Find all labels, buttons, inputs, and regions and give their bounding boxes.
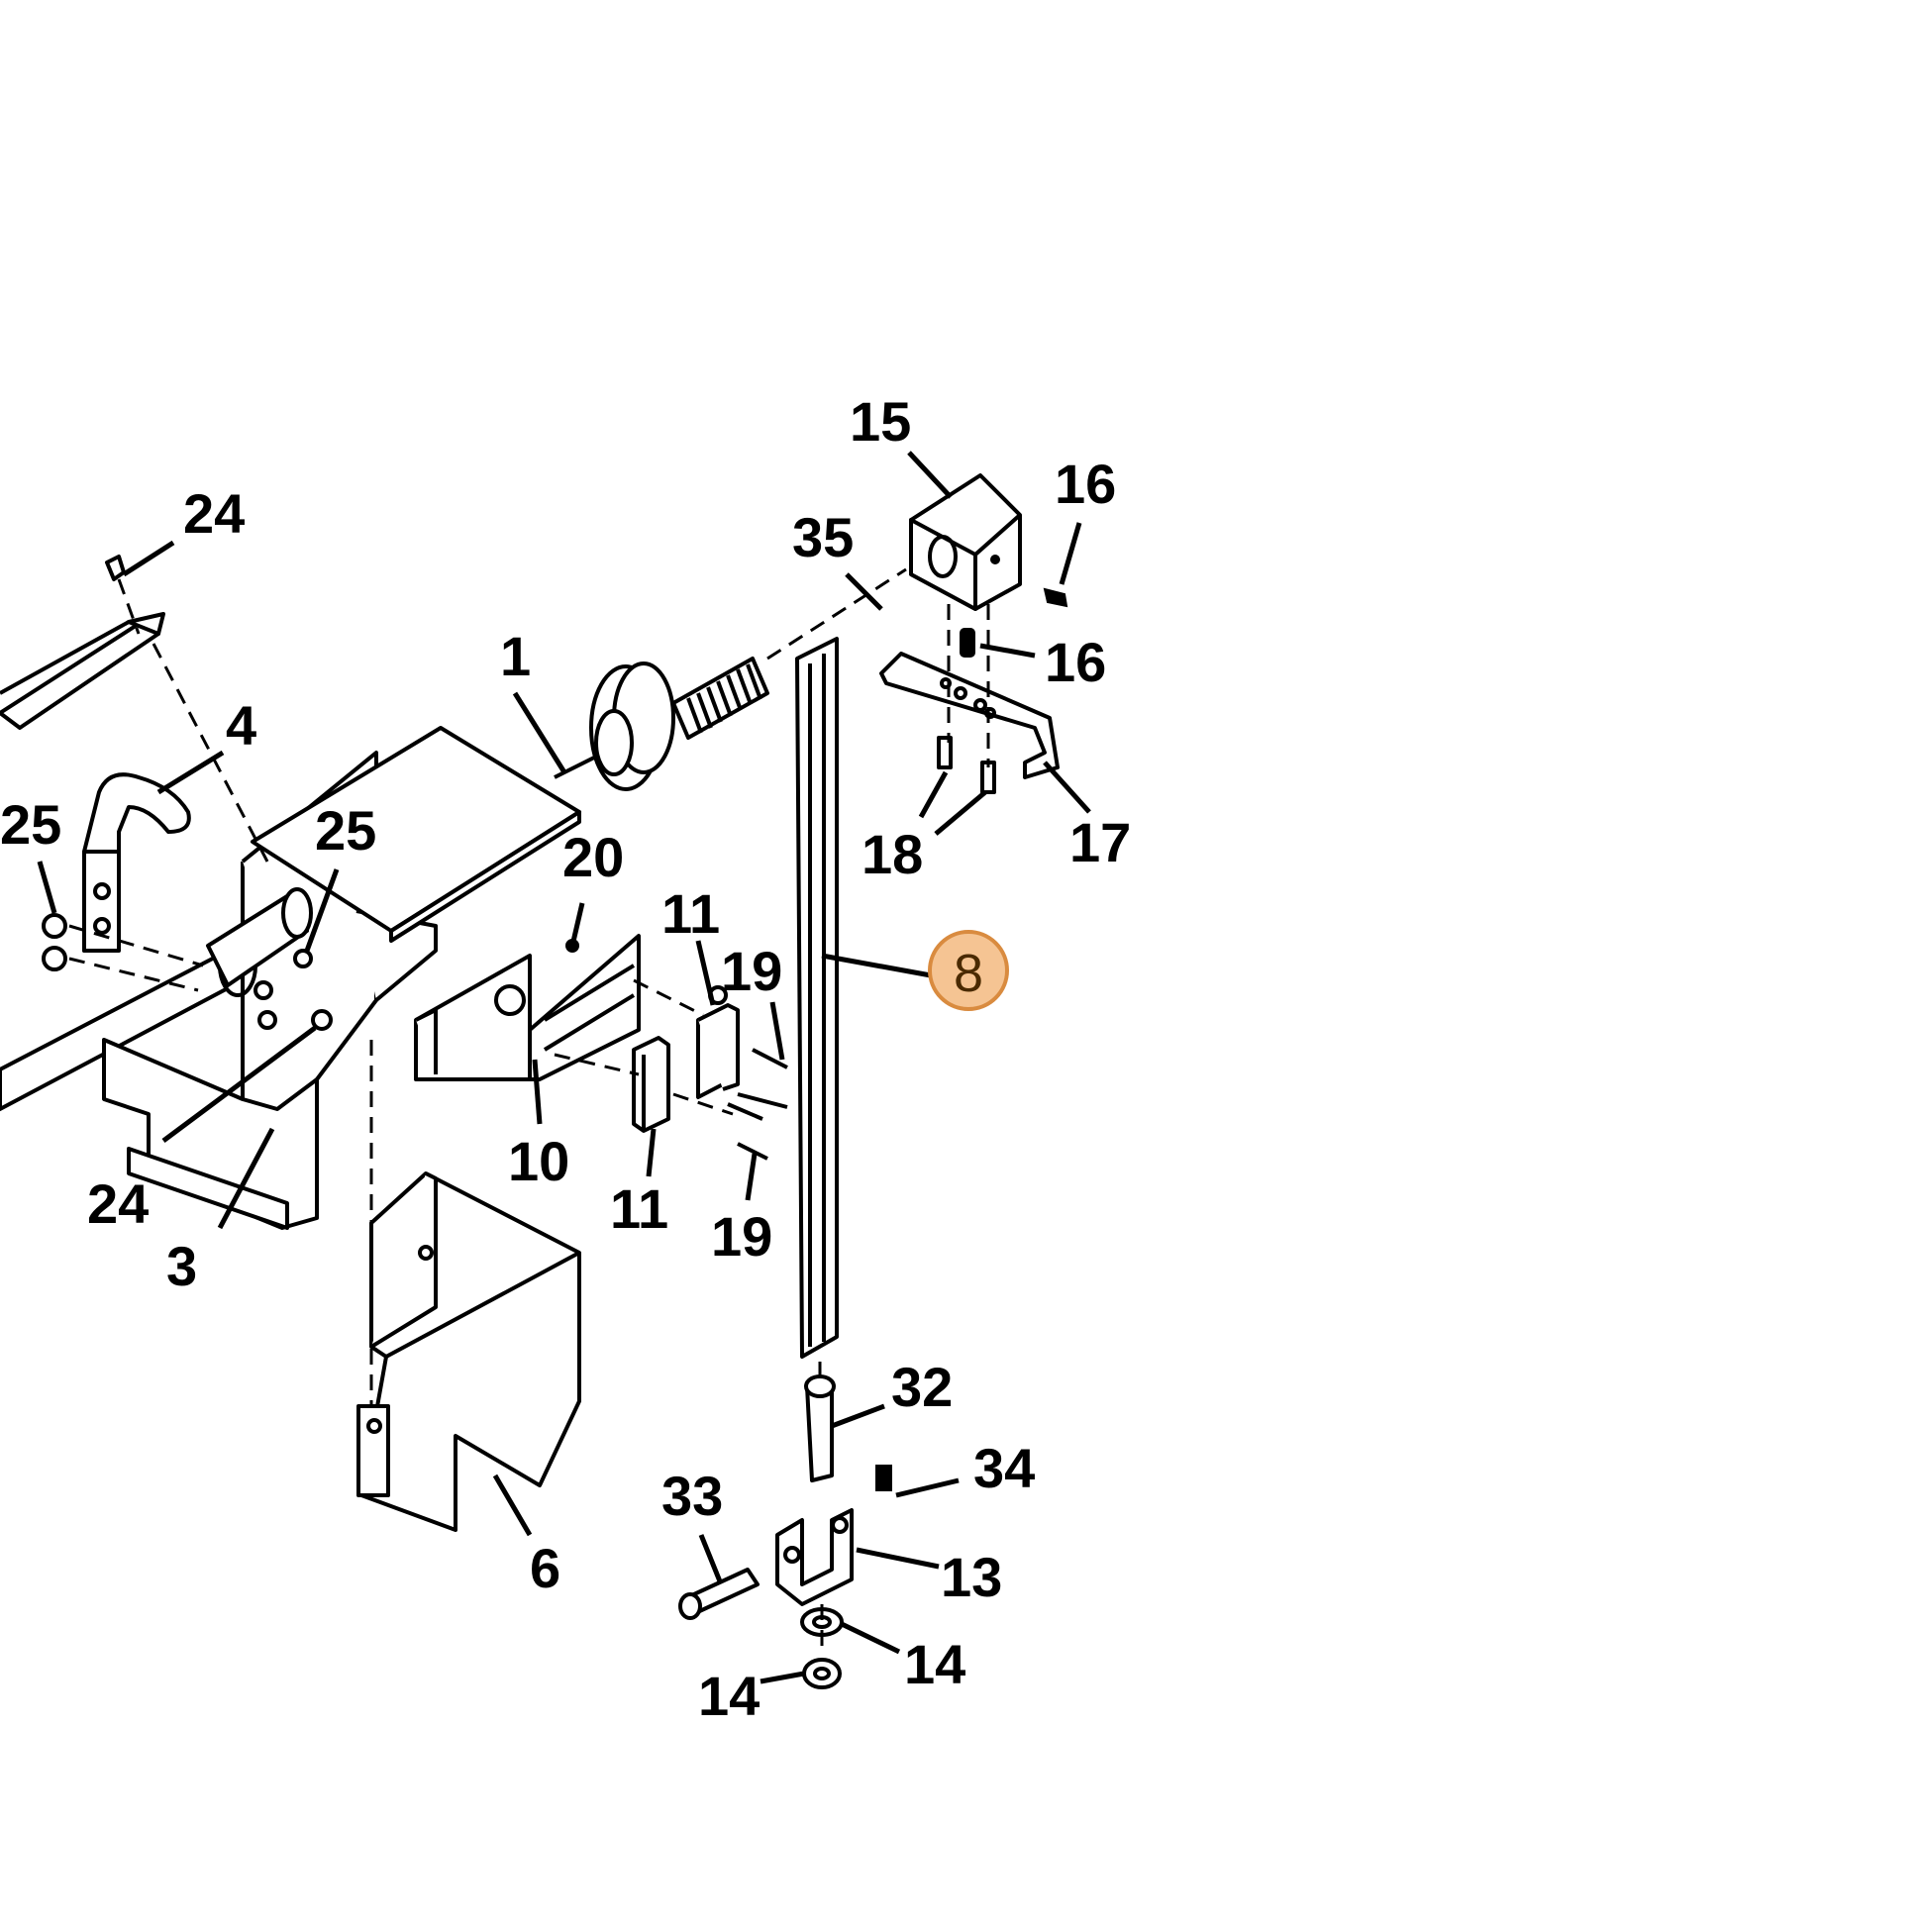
part-17-plate <box>879 652 1060 779</box>
callout-34[interactable]: 34 <box>973 1437 1035 1499</box>
callout-10[interactable]: 10 <box>508 1130 569 1192</box>
part-25-nut-mid <box>293 949 313 968</box>
callout-6[interactable]: 6 <box>530 1537 560 1599</box>
callout-33[interactable]: 33 <box>661 1465 723 1527</box>
callout-15[interactable]: 15 <box>850 390 911 453</box>
part-24-screw-lower <box>311 1009 333 1031</box>
callout-16-top[interactable]: 16 <box>1055 453 1116 515</box>
callout-11-upper[interactable]: 11 <box>661 882 720 945</box>
part-16-screw-top <box>1043 587 1068 608</box>
part-33-pin <box>678 1568 760 1620</box>
callout-24-top[interactable]: 24 <box>183 482 245 545</box>
callout-labels: 1 3 4 6 8 10 11 11 13 14 14 15 16 16 17 … <box>0 390 1131 1727</box>
callout-20[interactable]: 20 <box>562 826 624 888</box>
part-11-switch-lower <box>632 1036 670 1133</box>
part-15-block <box>909 473 1022 611</box>
part-25-nuts-left <box>42 913 67 971</box>
part-34-screw <box>875 1465 892 1491</box>
callout-25-mid[interactable]: 25 <box>315 799 376 862</box>
callout-14-left[interactable]: 14 <box>698 1665 760 1727</box>
callout-19-upper[interactable]: 19 <box>721 940 782 1002</box>
callout-19-lower[interactable]: 19 <box>711 1205 772 1268</box>
callout-8-badge[interactable] <box>928 930 1009 1011</box>
callout-24-lower[interactable]: 24 <box>87 1172 149 1235</box>
callout-13[interactable]: 13 <box>941 1546 1002 1608</box>
dashed-alignment-lines <box>68 567 990 1654</box>
part-24-screw-upper <box>105 555 126 581</box>
part-13-clevis <box>775 1508 854 1606</box>
callout-16-mid[interactable]: 16 <box>1045 631 1106 693</box>
callout-25-left[interactable]: 25 <box>0 793 61 856</box>
leader-lines <box>37 451 1091 1684</box>
callout-35[interactable]: 35 <box>792 506 854 568</box>
callout-3[interactable]: 3 <box>166 1235 197 1297</box>
callout-18[interactable]: 18 <box>862 823 923 885</box>
callout-14-right[interactable]: 14 <box>904 1633 965 1695</box>
callout-1[interactable]: 1 <box>500 625 531 687</box>
part-4-bracket <box>82 772 191 953</box>
part-14-nuts <box>800 1607 844 1689</box>
part-pulley-spring <box>554 657 769 791</box>
callout-4[interactable]: 4 <box>226 694 256 757</box>
callout-11-lower[interactable]: 11 <box>610 1177 668 1240</box>
part-11-switch-upper <box>696 985 740 1099</box>
callout-8[interactable]: 8 <box>954 944 983 1003</box>
callout-8-highlight[interactable] <box>928 930 1009 1011</box>
parts-drawing <box>0 473 1068 1689</box>
callout-32[interactable]: 32 <box>891 1356 953 1418</box>
part-10-20-bracket <box>414 934 641 1081</box>
part-19-screws <box>727 1048 788 1161</box>
part-18-screws <box>937 736 996 794</box>
part-8-rod <box>795 637 839 1359</box>
part-6-shield <box>356 1171 581 1532</box>
part-32-bolt <box>804 1374 836 1482</box>
callout-17[interactable]: 17 <box>1069 811 1131 873</box>
part-bushing <box>206 887 313 1030</box>
part-upper-tube <box>0 612 165 730</box>
part-16-screw-mid <box>960 628 975 658</box>
